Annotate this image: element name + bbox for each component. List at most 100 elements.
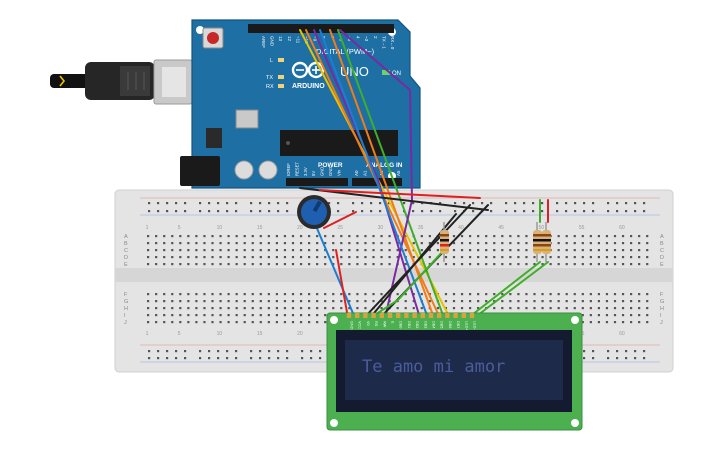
breadboard-hole[interactable] [211,249,214,252]
breadboard-hole[interactable] [332,256,335,259]
breadboard-hole[interactable] [250,210,253,213]
breadboard-hole[interactable] [621,293,625,296]
breadboard-hole[interactable] [259,350,262,353]
breadboard-hole[interactable] [319,357,322,360]
breadboard-hole[interactable] [275,242,278,245]
lcd-pin[interactable] [346,313,352,318]
breadboard-hole[interactable] [155,235,158,238]
breadboard-hole[interactable] [380,235,383,238]
breadboard-hole[interactable] [211,321,214,324]
breadboard-hole[interactable] [592,210,595,213]
breadboard-hole[interactable] [195,263,198,266]
breadboard-hole[interactable] [226,210,229,213]
digital-header[interactable] [248,24,394,33]
breadboard-hole[interactable] [243,263,246,266]
breadboard-hole[interactable] [155,314,158,317]
breadboard-hole[interactable] [444,263,448,266]
reset-button[interactable] [202,27,224,49]
breadboard-hole[interactable] [227,321,230,324]
breadboard-hole[interactable] [364,263,367,266]
breadboard-hole[interactable] [556,202,559,205]
breadboard-hole[interactable] [583,210,586,213]
breadboard-hole[interactable] [396,307,399,310]
breadboard-hole[interactable] [573,307,576,310]
breadboard-hole[interactable] [155,249,158,252]
breadboard-hole[interactable] [235,202,238,205]
breadboard-hole[interactable] [517,263,520,266]
breadboard-hole[interactable] [324,293,327,296]
breadboard-hole[interactable] [219,249,222,252]
breadboard-hole[interactable] [412,307,415,310]
breadboard-hole[interactable] [211,300,214,303]
breadboard-hole[interactable] [203,300,206,303]
breadboard-hole[interactable] [217,202,220,205]
breadboard-hole[interactable] [163,263,166,266]
breadboard-hole[interactable] [517,249,520,252]
breadboard-hole[interactable] [171,256,174,259]
breadboard-hole[interactable] [460,263,464,266]
breadboard-hole[interactable] [581,300,584,303]
breadboard-hole[interactable] [267,249,270,252]
breadboard-hole[interactable] [372,242,375,245]
breadboard-hole[interactable] [243,256,246,259]
breadboard-hole[interactable] [203,235,206,238]
breadboard-hole[interactable] [630,256,633,259]
breadboard-hole[interactable] [621,263,625,266]
breadboard-hole[interactable] [283,293,287,296]
breadboard-hole[interactable] [514,210,517,213]
breadboard-hole[interactable] [308,263,311,266]
breadboard-hole[interactable] [356,256,359,259]
breadboard-hole[interactable] [175,202,178,205]
breadboard-hole[interactable] [356,300,359,303]
breadboard-hole[interactable] [195,307,198,310]
breadboard-hole[interactable] [227,293,230,296]
breadboard-hole[interactable] [533,293,536,296]
breadboard-hole[interactable] [267,314,270,317]
breadboard-hole[interactable] [155,242,158,245]
breadboard-hole[interactable] [277,357,280,360]
breadboard-hole[interactable] [187,307,190,310]
breadboard-hole[interactable] [195,235,198,238]
breadboard-hole[interactable] [573,235,576,238]
breadboard-hole[interactable] [235,300,238,303]
breadboard-hole[interactable] [630,242,633,245]
lcd-pin[interactable] [371,313,376,318]
breadboard-hole[interactable] [589,293,592,296]
breadboard-hole[interactable] [243,307,246,310]
breadboard-hole[interactable] [259,235,262,238]
wire-green[interactable] [473,261,549,319]
breadboard-hole[interactable] [277,350,280,353]
resistor-3[interactable] [542,222,551,262]
breadboard-hole[interactable] [283,307,287,310]
breadboard-hole[interactable] [643,202,646,205]
breadboard-hole[interactable] [227,242,230,245]
breadboard-hole[interactable] [589,300,592,303]
breadboard-hole[interactable] [428,242,431,245]
breadboard-hole[interactable] [557,307,560,310]
breadboard-hole[interactable] [275,321,278,324]
breadboard-hole[interactable] [621,307,625,310]
breadboard-hole[interactable] [509,263,512,266]
breadboard-hole[interactable] [195,256,198,259]
breadboard-hole[interactable] [275,235,278,238]
breadboard-hole[interactable] [195,249,198,252]
breadboard-hole[interactable] [396,293,399,296]
breadboard-hole[interactable] [243,321,246,324]
breadboard-hole[interactable] [589,256,592,259]
breadboard-hole[interactable] [308,256,311,259]
breadboard-hole[interactable] [268,350,271,353]
breadboard-hole[interactable] [286,202,289,205]
breadboard-hole[interactable] [211,256,214,259]
breadboard-hole[interactable] [412,210,415,213]
breadboard-hole[interactable] [638,314,641,317]
breadboard-hole[interactable] [316,235,319,238]
breadboard-hole[interactable] [328,202,331,205]
breadboard-hole[interactable] [291,235,295,238]
dc-power-jack[interactable] [180,156,220,186]
breadboard-hole[interactable] [308,249,311,252]
breadboard-hole[interactable] [565,202,568,205]
breadboard-hole[interactable] [452,293,456,296]
breadboard-hole[interactable] [356,293,359,296]
breadboard-hole[interactable] [199,350,202,353]
breadboard-hole[interactable] [195,314,198,317]
